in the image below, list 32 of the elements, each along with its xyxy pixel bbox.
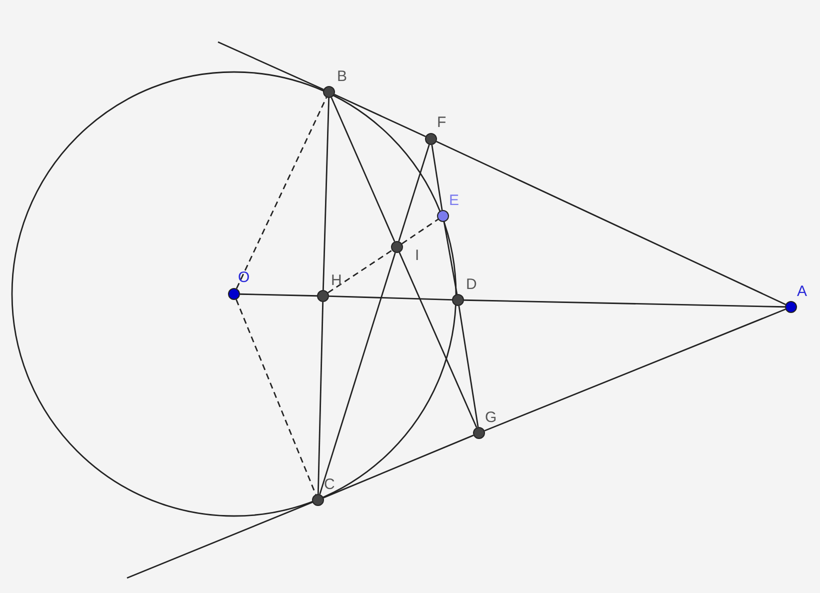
- point-label: H: [331, 272, 342, 289]
- line: [126, 502, 313, 579]
- line-segment: [402, 218, 438, 244]
- line-segment: [330, 97, 396, 242]
- point-label: F: [437, 114, 446, 131]
- line-segment: [240, 293, 318, 297]
- point-label: B: [337, 68, 348, 85]
- line-segment: [464, 299, 786, 308]
- point-label: C: [324, 476, 335, 493]
- line-segment: [317, 302, 324, 494]
- line-segment: [458, 306, 479, 428]
- line: [218, 41, 324, 90]
- point-label: D: [466, 276, 477, 293]
- line-segment: [334, 94, 426, 138]
- line-segment: [484, 308, 786, 432]
- point-label: E: [449, 192, 460, 209]
- point-label: I: [415, 247, 420, 264]
- line-segment: [328, 250, 392, 294]
- line-segment: [236, 299, 316, 495]
- line-segment: [323, 434, 474, 498]
- line-segment: [319, 252, 396, 494]
- point-label: G: [485, 409, 497, 426]
- line-segment: [236, 97, 328, 289]
- point-label: A: [797, 283, 808, 300]
- line-segment: [443, 222, 458, 294]
- line-segment: [436, 140, 786, 306]
- line-segment: [431, 144, 443, 210]
- line-segment: [398, 252, 478, 428]
- point-label: O: [238, 269, 250, 286]
- line-segment: [398, 144, 430, 242]
- line-segment: [328, 295, 452, 301]
- line-segment: [322, 98, 330, 290]
